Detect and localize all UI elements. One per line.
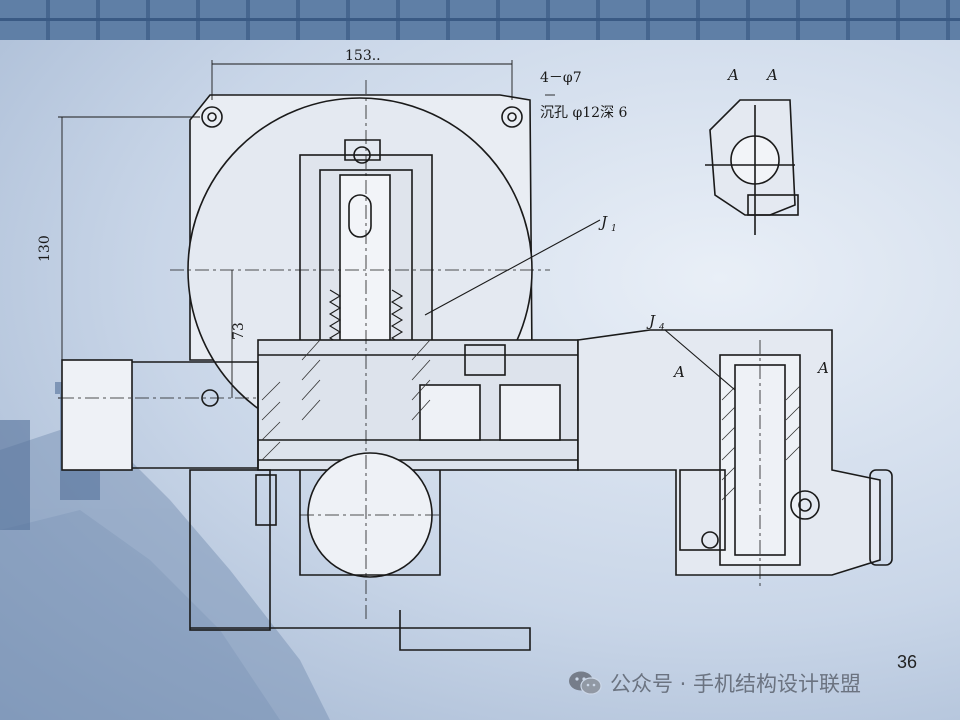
dim-height: 130 — [37, 235, 53, 262]
slide-top-border — [0, 0, 960, 40]
label-j4-sub: 4 — [658, 323, 665, 333]
mount-hole-tr — [501, 106, 523, 128]
note-holes: 4－φ7 — [540, 70, 582, 86]
section-title-a1: A — [726, 66, 739, 84]
section-title-a2: A — [765, 66, 778, 84]
watermark-text: 公众号 · 手机结构设计联盟 — [610, 672, 862, 696]
left-shaft — [61, 359, 133, 471]
dim-inner: 73 — [231, 322, 247, 340]
label-j4: J — [646, 312, 656, 330]
note-counterbore: 沉孔 φ12深 6 — [540, 105, 628, 121]
watermark: 公众号 · 手机结构设计联盟 — [568, 668, 861, 698]
label-j1-sub: 1 — [611, 224, 617, 234]
dim-width: 153.. — [345, 48, 381, 64]
wechat-icon — [569, 671, 602, 695]
page-number: 36 — [897, 652, 918, 672]
mount-hole-tl — [201, 106, 223, 128]
section-mark-left: A — [672, 363, 685, 381]
label-j1: J — [598, 213, 608, 231]
section-detail — [705, 99, 799, 235]
section-mark-right: A — [816, 359, 829, 377]
